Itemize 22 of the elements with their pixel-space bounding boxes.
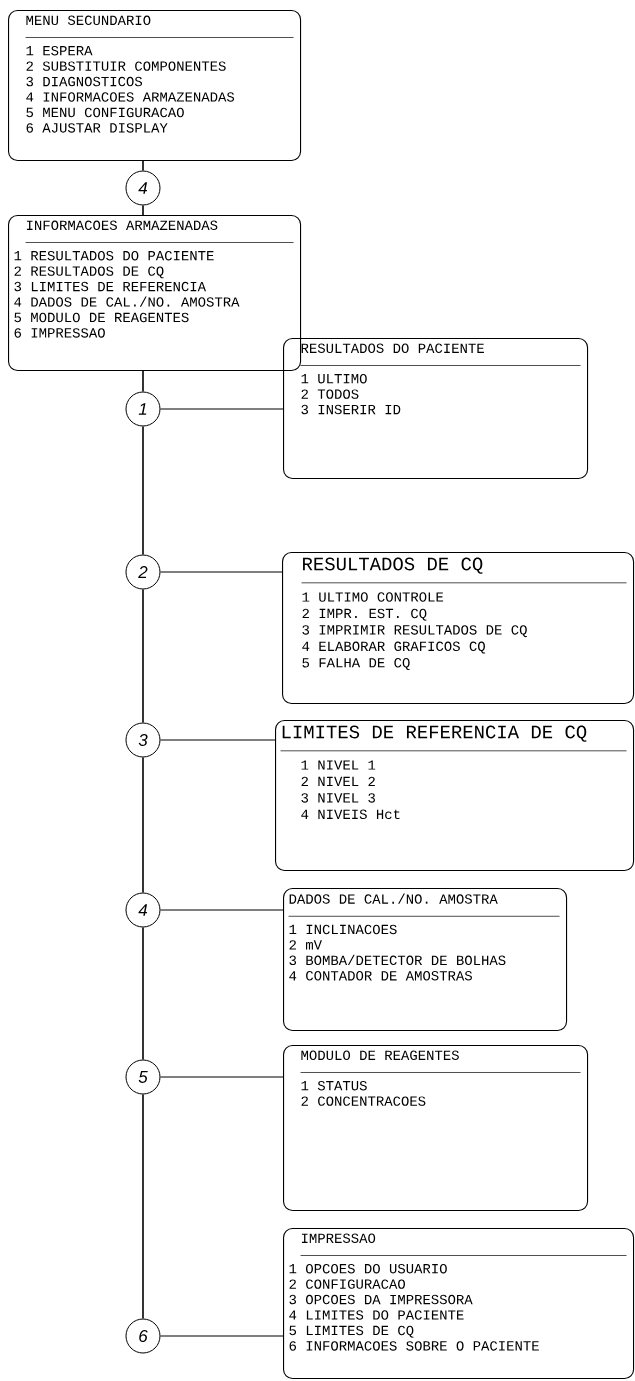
connector-line: [159, 1335, 284, 1337]
menu-box: MENU SECUNDARIO 1 ESPERA 2 SUBSTITUIR COMPONENTES 3 DIAGNOSTICOS 4 INFORMACOES ARMAZENADAS 5 MENU CONFIGURACAO 6 AJUSTAR DISPLAY: [8, 10, 302, 162]
connector-line: [142, 926, 144, 1061]
connector-line: [142, 1093, 144, 1320]
menu-box: RESULTADOS DE CQ 1 ULTIMO CONTROLE 2 IMPR. EST. CQ 3 IMPRIMIR RESULTADOS DE CQ 4 ELABORAR GRAFICOS CQ 5 FALHA DE CQ: [282, 552, 635, 705]
connector-line: [159, 1076, 284, 1078]
connector-line: [159, 739, 276, 741]
menu-box: IMPRESSAO 1 OPCOES DO USUARIO 2 CONFIGURACAO 3 OPCOES DA IMPRESSORA 4 LIMITES DO PACIENTE 5 LIMITES DE CQ 6 INFORMACOES SOBRE O PACIENTE: [283, 1228, 635, 1380]
menu-box: MODULO DE REAGENTES 1 STATUS 2 CONCENTRACOES: [283, 1045, 589, 1212]
menu-box: INFORMACOES ARMAZENADAS 1 RESULTADOS DO PACIENTE 2 RESULTADOS DE CQ 3 LIMITES DE REFERENCIA 4 DADOS DE CAL./NO. AMOSTRA 5 MODULO DE REAGENTES 6 IMPRESSAO: [8, 215, 302, 372]
menu-box: LIMITES DE REFERENCIA DE CQ 1 NIVEL 1 2 NIVEL 2 3 NIVEL 3 4 NIVEIS Hct: [275, 720, 635, 872]
menu-box: DADOS DE CAL./NO. AMOSTRA 1 INCLINACOES 2 mV 3 BOMBA/DETECTOR DE BOLHAS 4 CONTADOR DE AMOSTRAS: [283, 888, 568, 1032]
connector-line: [142, 160, 144, 172]
connector-line: [142, 370, 144, 393]
connector-line: [142, 204, 144, 216]
menu-box: RESULTADOS DO PACIENTE 1 ULTIMO 2 TODOS 3 INSERIR ID: [283, 338, 589, 480]
connector-line: [159, 408, 284, 410]
connector-line: [142, 756, 144, 894]
connector-line: [159, 909, 284, 911]
connector-line: [142, 425, 144, 556]
connector-line: [142, 588, 144, 724]
connector-line: [159, 571, 283, 573]
